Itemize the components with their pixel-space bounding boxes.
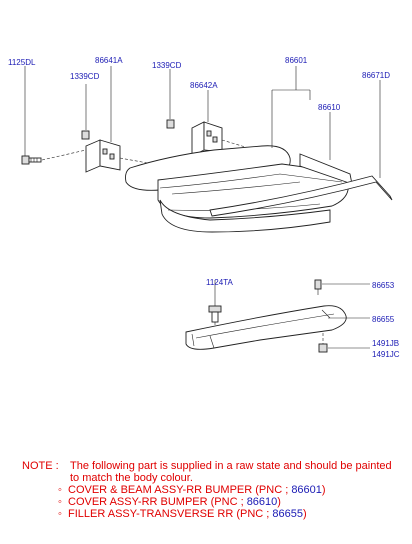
callout-1339cd-left: 1339CD: [70, 72, 100, 81]
note-label: NOTE :: [22, 460, 59, 472]
callout-86655: 86655: [372, 315, 395, 324]
nut-1339cd-left: [81, 130, 90, 140]
bullet-icon: ◦: [58, 484, 62, 496]
strip-86671d: [209, 175, 393, 217]
callout-1125dl: 1125DL: [8, 58, 36, 67]
filler-86655: [185, 305, 347, 350]
note-block: NOTE : The following part is supplied in…: [22, 460, 402, 520]
clip-1491jb: [318, 343, 328, 353]
bracket-86641a: [85, 139, 121, 173]
pnc-86601: 86601: [291, 484, 322, 496]
nut-1339cd-right: [166, 119, 175, 129]
callout-86642a: 86642A: [190, 81, 218, 90]
callout-1491jc: 1491JC: [372, 350, 400, 359]
clip-86653: [314, 279, 322, 295]
callout-86653: 86653: [372, 281, 395, 290]
bolt-1125dl: [21, 155, 42, 165]
callout-86641a: 86641A: [95, 56, 123, 65]
note-item: ◦COVER ASSY-RR BUMPER (PNC ; 86610): [58, 496, 281, 508]
callout-86671d: 86671D: [362, 71, 390, 80]
bullet-icon: ◦: [58, 508, 62, 520]
callout-1491jb: 1491JB: [372, 339, 399, 348]
bullet-icon: ◦: [58, 496, 62, 508]
bracket-86642a: [191, 121, 223, 157]
bolt-1124ta: [208, 305, 222, 323]
bumper-cover-86610: [125, 145, 349, 233]
note-item: ◦FILLER ASSY-TRANSVERSE RR (PNC ; 86655): [58, 508, 307, 520]
note-text: The following part is supplied in a raw …: [70, 460, 392, 484]
callout-86610: 86610: [318, 103, 341, 112]
callout-1339cd-right: 1339CD: [152, 61, 182, 70]
pnc-86655: 86655: [272, 508, 303, 520]
note-item: ◦COVER & BEAM ASSY-RR BUMPER (PNC ; 8660…: [58, 484, 326, 496]
callout-1124ta: 1124TA: [206, 278, 233, 287]
callout-86601: 86601: [285, 56, 308, 65]
pnc-86610: 86610: [246, 496, 278, 508]
